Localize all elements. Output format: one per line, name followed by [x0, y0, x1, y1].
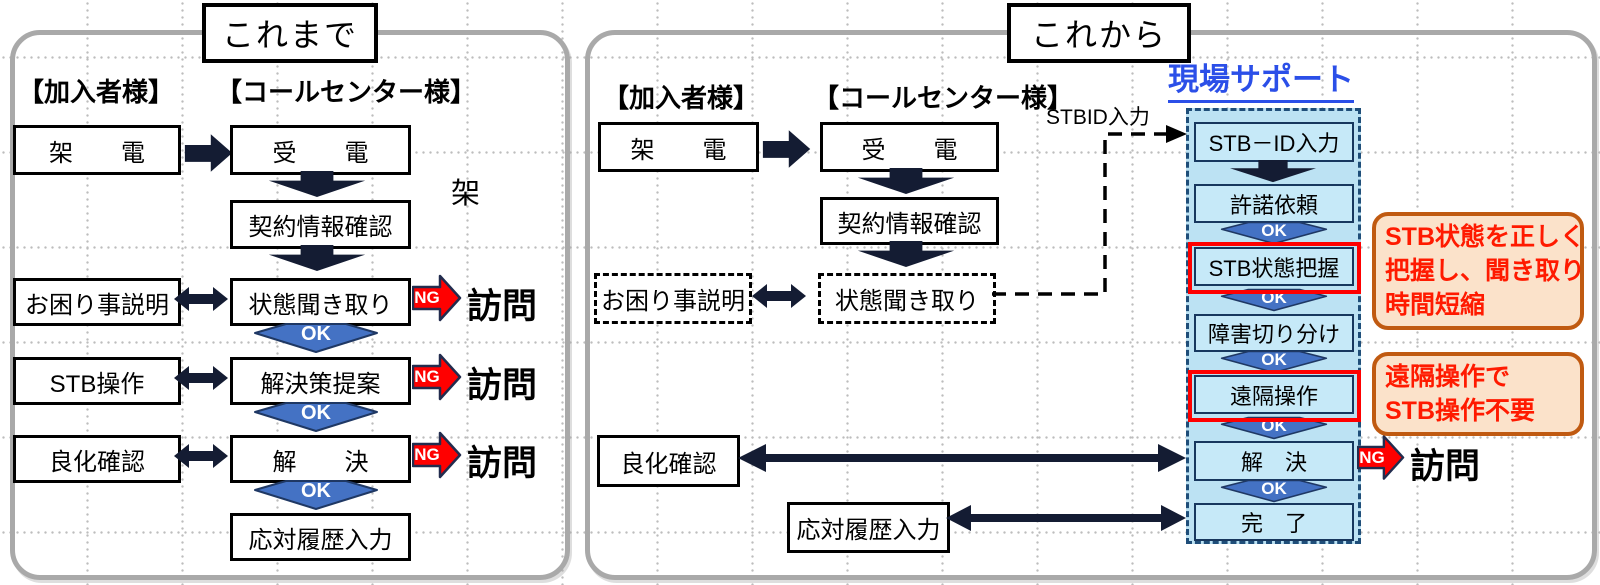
ok-label: OK	[301, 402, 331, 424]
flow-box-stb-status: STB状態把握	[1194, 247, 1354, 286]
box-receive: 受 電	[230, 125, 411, 175]
visit-label: 訪問	[467, 444, 538, 483]
callout-line: STB操作不要	[1385, 397, 1536, 425]
ng-arrow-icon: NG	[412, 431, 462, 479]
box-trouble: お困り事説明	[13, 278, 181, 326]
double-arrow-icon	[172, 437, 230, 475]
flow-box-complete: 完 了	[1194, 503, 1354, 541]
ng-label: NG	[414, 367, 440, 386]
ok-chevron-icon: OK	[1220, 479, 1328, 503]
flow-box-fault-isolation: 障害切り分け	[1194, 314, 1354, 352]
ok-chevron-icon: OK	[253, 401, 379, 433]
ok-chevron-icon: OK	[253, 322, 379, 354]
box-history-input: 応対履歴入力	[787, 502, 950, 553]
ng-arrow-icon: NG	[1357, 434, 1405, 481]
ok-label: OK	[1261, 221, 1287, 240]
callcenter-header-left: 【コールセンター様】	[216, 77, 477, 107]
box-resolved: 解 決	[230, 435, 411, 483]
box-improvement-check: 良化確認	[13, 435, 181, 483]
highlight-remote-operation	[1188, 370, 1361, 422]
double-arrow-icon	[750, 277, 808, 315]
double-arrow-icon	[172, 359, 230, 397]
down-arrow-icon	[267, 245, 367, 272]
flow-box-stbid-input: STB－ID入力	[1194, 122, 1354, 162]
right-arrow-icon	[762, 126, 812, 172]
callout-line: 時間短縮	[1385, 291, 1486, 319]
ng-label: NG	[1359, 447, 1385, 467]
panel-after-title: これから	[1007, 3, 1191, 63]
ok-label: OK	[301, 323, 331, 345]
callout-line: STB状態を正しく	[1385, 223, 1586, 251]
box-call: 架 電	[13, 125, 181, 175]
callout-line: 遠隔操作で	[1385, 363, 1511, 391]
field-support-header: 現場サポート	[1168, 54, 1354, 103]
panel-before-title: これまで	[202, 3, 378, 63]
ng-arrow-icon: NG	[412, 274, 462, 322]
flow-box-resolved: 解 決	[1194, 441, 1354, 481]
flow-box-remote-operation: 遠隔操作	[1194, 375, 1354, 414]
stbid-input-label: STBID入力	[1046, 106, 1150, 129]
stray-character: 架	[451, 178, 481, 210]
box-solution: 解決策提案	[230, 357, 411, 405]
box-call: 架 電	[598, 122, 759, 172]
ok-chevron-icon: OK	[1220, 221, 1328, 245]
double-arrow-icon	[944, 501, 1188, 535]
right-arrow-icon	[184, 130, 234, 176]
ng-label: NG	[414, 445, 440, 464]
box-hearing-dashed: 状態聞き取り	[818, 273, 996, 324]
double-arrow-icon	[172, 280, 230, 318]
box-improvement-check: 良化確認	[597, 435, 740, 487]
down-arrow-icon	[856, 168, 956, 195]
ok-chevron-icon: OK	[1220, 350, 1328, 374]
callout-stb-status: STB状態を正しく 把握し、聞き取り 時間短縮	[1372, 212, 1586, 330]
down-arrow-icon	[1230, 160, 1316, 183]
ok-label: OK	[1261, 350, 1287, 369]
subscriber-header-right: 【加入者様】	[603, 83, 760, 113]
subscriber-header-left: 【加入者様】	[18, 77, 175, 107]
callcenter-header-right: 【コールセンター様】	[813, 83, 1074, 113]
box-contract-check: 契約情報確認	[820, 197, 999, 245]
flow-box-permission-request: 許諾依頼	[1194, 184, 1354, 223]
box-stb-operation: STB操作	[13, 357, 181, 405]
ok-chevron-icon: OK	[253, 479, 379, 511]
highlight-stb-status	[1188, 242, 1361, 294]
ok-label: OK	[301, 480, 331, 502]
box-hearing: 状態聞き取り	[230, 278, 411, 326]
dashed-connector-arrow-icon	[988, 118, 1193, 300]
callout-line: 把握し、聞き取り	[1385, 257, 1586, 285]
ng-arrow-icon: NG	[412, 353, 462, 401]
box-trouble-dashed: お困り事説明	[594, 273, 752, 324]
down-arrow-icon	[856, 241, 956, 268]
visit-label: 訪問	[467, 287, 538, 326]
box-receive: 受 電	[820, 122, 999, 172]
box-contract-check: 契約情報確認	[230, 200, 411, 249]
ok-label: OK	[1261, 479, 1287, 498]
visit-label: 訪問	[1410, 447, 1481, 486]
long-double-arrow-icon	[736, 440, 1188, 476]
visit-label: 訪問	[467, 366, 538, 405]
box-history-input: 応対履歴入力	[230, 513, 411, 561]
callout-remote: 遠隔操作で STB操作不要	[1372, 352, 1584, 436]
down-arrow-icon	[267, 171, 367, 198]
ng-label: NG	[414, 288, 440, 307]
